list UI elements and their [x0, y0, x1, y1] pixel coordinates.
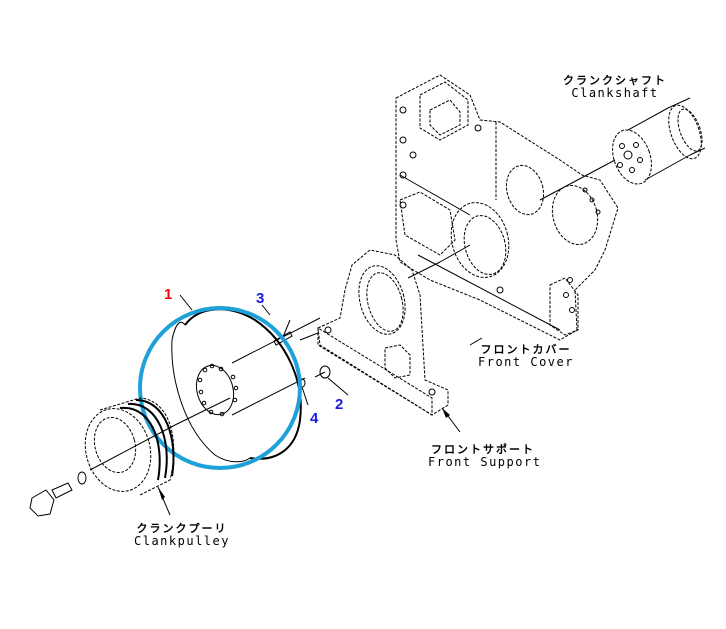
callout-1: 1 — [164, 286, 173, 303]
label-front-cover: フロントカバー Front Cover — [476, 343, 576, 369]
front-cover-drawing — [395, 74, 619, 341]
crankshaft-drawing — [539, 97, 706, 201]
front-support-drawing — [299, 244, 471, 416]
label-crankshaft-en: Clankshaft — [571, 86, 659, 100]
callout-2: 2 — [335, 396, 344, 413]
label-crankshaft: クランクシャフト Clankshaft — [555, 74, 675, 100]
callout-4: 4 — [310, 410, 319, 427]
front-cover-leader — [469, 337, 483, 346]
label-front-cover-en: Front Cover — [478, 355, 574, 369]
highlight-circle — [138, 306, 302, 470]
label-crank-pulley: クランクプーリ Clankpulley — [134, 522, 230, 548]
label-front-support: フロントサポート Front Support — [428, 443, 542, 469]
callout-3: 3 — [256, 290, 265, 307]
label-front-cover-jp: フロントカバー — [480, 343, 572, 356]
label-crank-pulley-en: Clankpulley — [134, 534, 230, 548]
crank-pulley-drawing — [29, 397, 231, 517]
label-front-support-jp: フロントサポート — [431, 443, 535, 456]
label-crank-pulley-jp: クランクプーリ — [136, 522, 228, 535]
label-crankshaft-jp: クランクシャフト — [563, 74, 667, 87]
label-front-support-en: Front Support — [428, 455, 542, 469]
